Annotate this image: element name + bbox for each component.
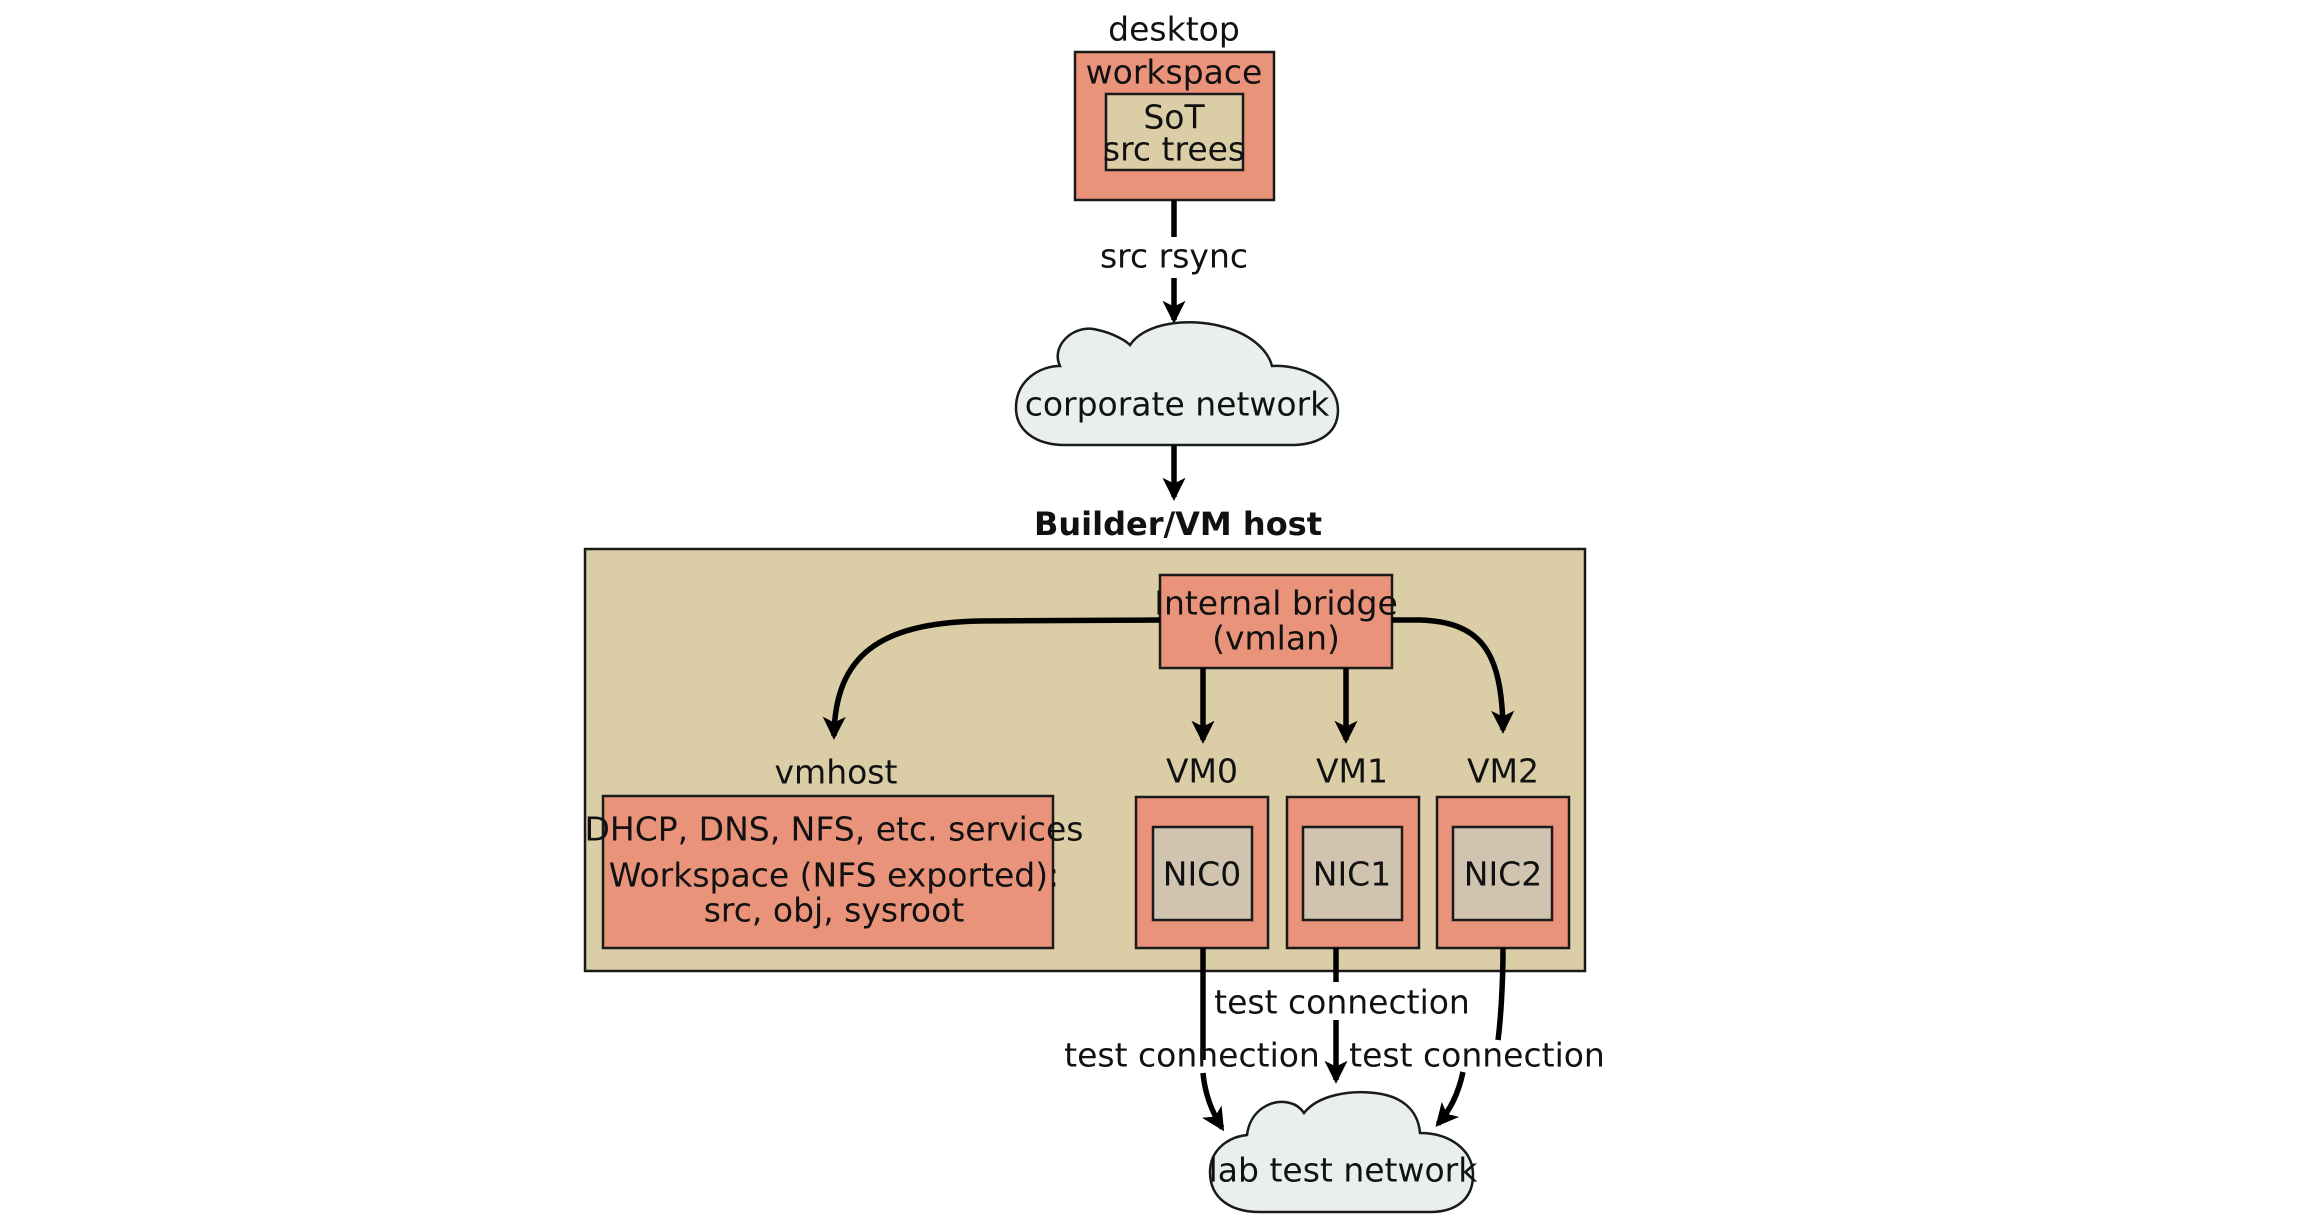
vm1-label: VM1 — [1316, 752, 1388, 791]
vmhost-services-label: DHCP, DNS, NFS, etc. services — [585, 810, 1084, 849]
vm0-node: VM0 NIC0 — [1134, 752, 1270, 950]
corporate-network-label: corporate network — [1025, 385, 1330, 424]
vmhost-node: vmhost DHCP, DNS, NFS, etc. services Wor… — [585, 753, 1084, 950]
nic2-label: NIC2 — [1464, 855, 1542, 894]
vm1-node: VM1 NIC1 — [1285, 752, 1421, 950]
desktop-group: desktop workspace SoT src trees — [1073, 10, 1276, 202]
cloud-icon — [1014, 321, 1340, 447]
test-connection-left-arrow — [1200, 1072, 1225, 1132]
nic0-box — [1151, 825, 1254, 922]
internal-bridge-label: Internal bridge — [1154, 584, 1398, 623]
vm2-label: VM2 — [1467, 752, 1539, 791]
lab-test-network-cloud: lab test network — [1208, 1090, 1479, 1214]
cloud-icon — [1208, 1090, 1475, 1214]
nic1-box — [1301, 825, 1404, 922]
nic1-label: NIC1 — [1313, 855, 1391, 894]
sot-src-trees-box — [1104, 92, 1245, 172]
test-connection-right-line-upper — [1495, 947, 1506, 1041]
desktop-label: desktop — [1108, 10, 1240, 49]
vmhost-label: vmhost — [775, 753, 898, 792]
builder-vm-host-title: Builder/VM host — [1034, 505, 1322, 543]
nic2-box — [1451, 825, 1554, 922]
vmlan-label: (vmlan) — [1212, 619, 1340, 658]
test-connection-right-label: test connection — [1349, 1036, 1605, 1075]
vmhost-dirs-label: src, obj, sysroot — [704, 891, 965, 930]
test-connection-left-label: test connection — [1064, 1036, 1320, 1075]
src-trees-label: src trees — [1103, 130, 1245, 169]
vm0-label: VM0 — [1166, 752, 1238, 791]
nic0-label: NIC0 — [1163, 855, 1241, 894]
vm2-node: VM2 NIC2 — [1435, 752, 1571, 950]
src-rsync-label: src rsync — [1100, 237, 1248, 276]
bridge-to-vmhost-arrow — [822, 617, 1161, 740]
bridge-to-vm2-arrow — [1392, 617, 1515, 734]
workspace-label: workspace — [1086, 53, 1263, 92]
sot-label: SoT — [1143, 98, 1205, 137]
corporate-network-cloud: corporate network — [1014, 321, 1340, 447]
test-connection-middle-label: test connection — [1214, 983, 1470, 1022]
vmhost-workspace-label: Workspace (NFS exported): — [609, 856, 1059, 895]
vmhost-box — [601, 794, 1055, 950]
test-connection-right-arrow — [1435, 1071, 1466, 1127]
lab-test-network-label: lab test network — [1209, 1151, 1479, 1190]
src-rsync-edge: src rsync — [1100, 200, 1248, 324]
